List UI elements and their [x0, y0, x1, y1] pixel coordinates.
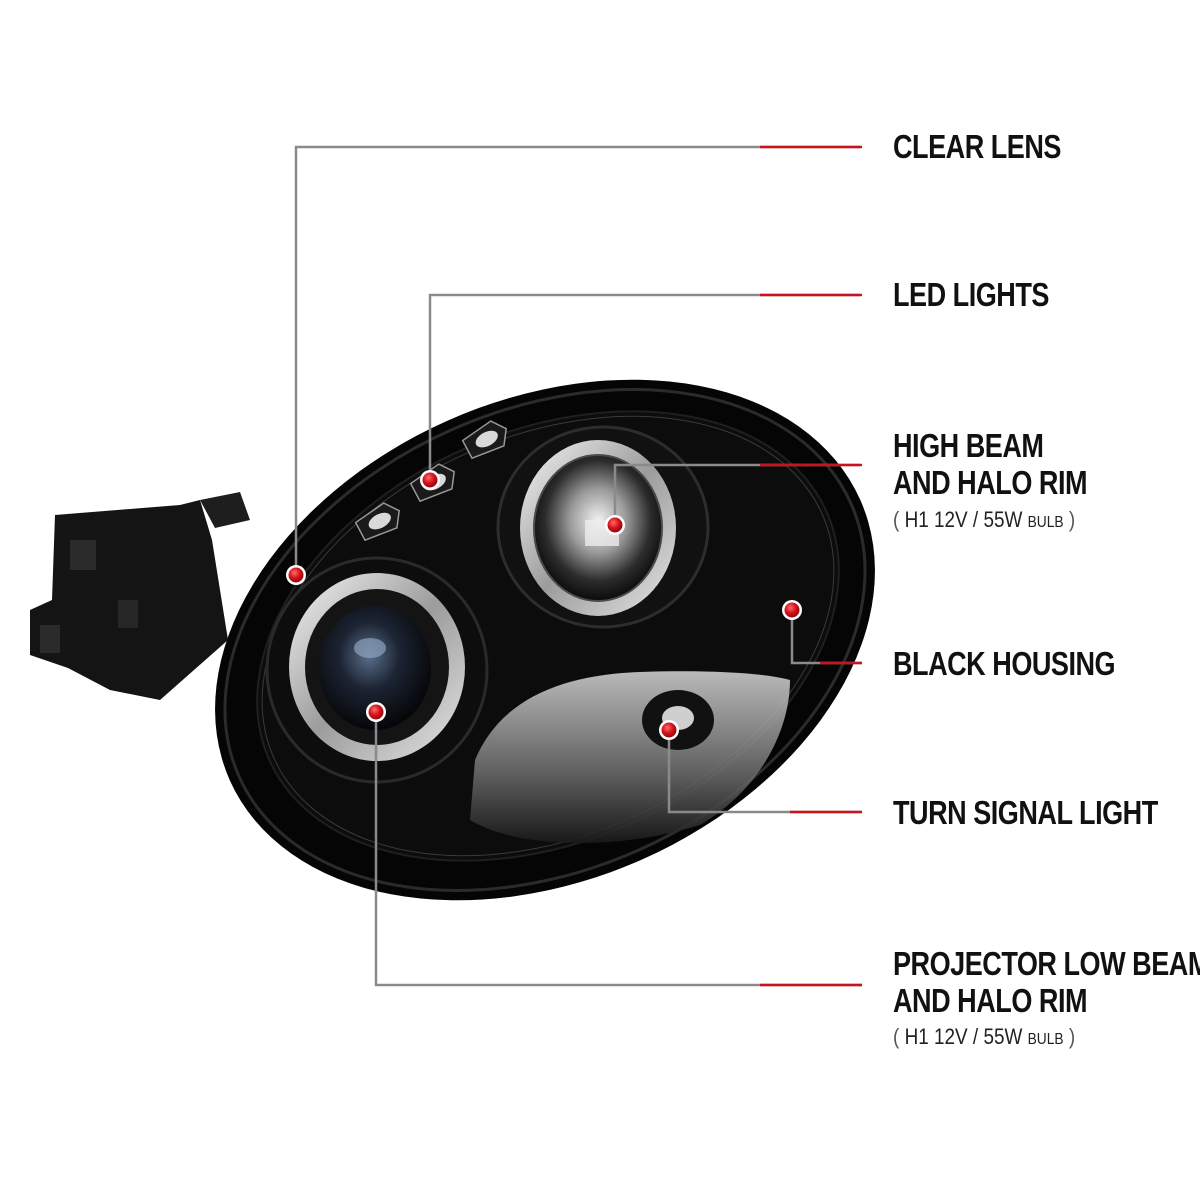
- label-low-beam-line2: AND HALO RIM: [893, 982, 1088, 1019]
- note-close-paren: ): [1068, 507, 1076, 532]
- callout-dots: [286, 470, 802, 740]
- callout-dot-clear-lens: [286, 565, 306, 585]
- label-led-lights: LED LIGHTS: [893, 276, 1049, 313]
- note-spec: H1 12V / 55W: [904, 1024, 1023, 1049]
- label-high-beam-line2: AND HALO RIM: [893, 464, 1088, 501]
- label-low-beam-line1: PROJECTOR LOW BEAM: [893, 945, 1200, 982]
- label-clear-lens: CLEAR LENS: [893, 128, 1061, 165]
- note-low-beam-bulb: ( H1 12V / 55W BULB ): [893, 1024, 1075, 1053]
- leader-clear-lens: [294, 145, 860, 575]
- note-open-paren: (: [893, 1024, 900, 1049]
- note-unit: BULB: [1027, 514, 1064, 531]
- low-beam-assembly: [265, 556, 489, 784]
- callout-dot-black-housing: [782, 600, 802, 620]
- headlight-housing: [215, 379, 875, 901]
- leader-low-beam: [374, 712, 862, 987]
- high-beam-assembly: [496, 425, 710, 629]
- callout-dot-led-lights: [420, 470, 440, 490]
- leader-led-lights: [428, 293, 860, 480]
- leader-lines: [294, 145, 862, 987]
- turn-signal-reflector: [470, 671, 790, 844]
- note-unit: BULB: [1027, 1031, 1064, 1048]
- callout-dot-turn-signal: [659, 720, 679, 740]
- label-turn-signal: TURN SIGNAL LIGHT: [893, 794, 1158, 831]
- label-black-housing: BLACK HOUSING: [893, 645, 1116, 682]
- note-high-beam-bulb: ( H1 12V / 55W BULB ): [893, 507, 1075, 536]
- callout-dot-low-beam: [366, 702, 386, 722]
- note-spec: H1 12V / 55W: [904, 507, 1023, 532]
- note-close-paren: ): [1068, 1024, 1076, 1049]
- label-high-beam-line1: HIGH BEAM: [893, 427, 1044, 464]
- callout-dot-high-beam: [605, 515, 625, 535]
- mounting-bracket: [30, 492, 250, 700]
- note-open-paren: (: [893, 507, 900, 532]
